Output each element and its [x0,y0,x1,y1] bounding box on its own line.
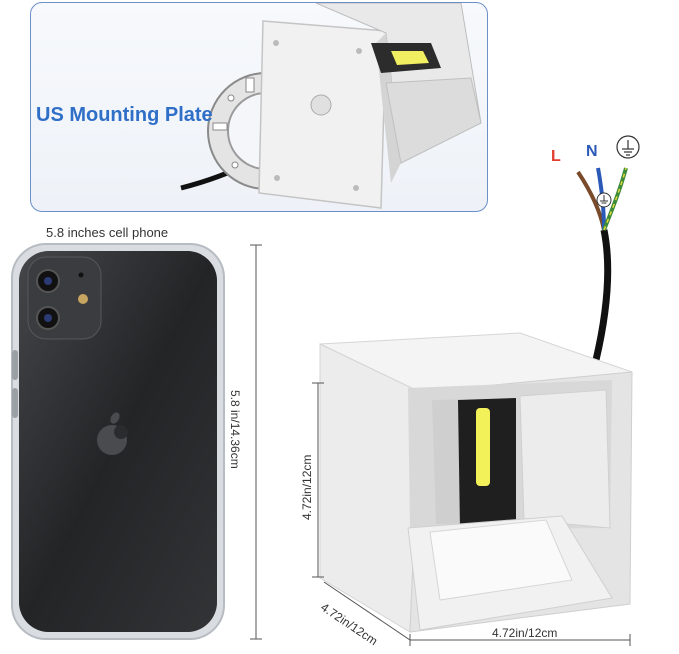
apple-logo-icon [97,412,128,455]
mounting-plate-label: US Mounting Plate [36,104,213,126]
neutral-wire-label: N [586,143,598,160]
led-light [476,408,490,486]
phone-caption: 5.8 inches cell phone [46,225,169,240]
lamp-illustration [319,332,633,633]
ground-icon [596,135,640,208]
lamp-width-label: 4.72in/12cm [492,626,558,640]
flash-icon [78,294,88,304]
camera-lens-icon [36,269,60,330]
lamp-height-label: 4.72in/12cm [300,454,314,520]
mounting-plate-illustration [180,3,482,209]
live-wire-label: L [551,148,561,165]
mounting-plate-inset [30,2,488,212]
phone-height-label: 5.8 in/14.36cm [228,390,242,469]
phone-illustration [11,243,225,640]
